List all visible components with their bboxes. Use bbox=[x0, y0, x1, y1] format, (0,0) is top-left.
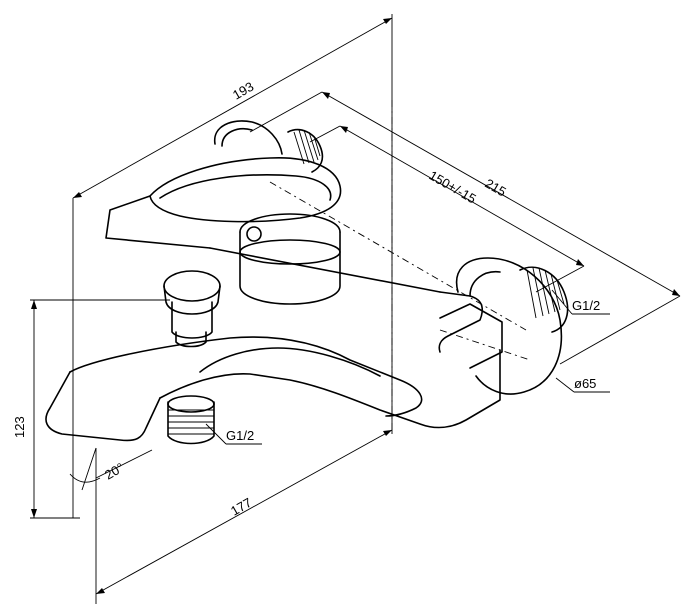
dimension-lines bbox=[30, 14, 681, 604]
right-flange bbox=[439, 257, 563, 395]
label-spout-thread: G1/2 bbox=[226, 428, 254, 443]
cartridge-body bbox=[239, 213, 341, 305]
diverter-knob bbox=[163, 270, 221, 348]
label-flange-diameter: ø65 bbox=[574, 376, 596, 391]
upper-thread bbox=[287, 128, 324, 173]
dim-177: 177 bbox=[228, 495, 254, 519]
dimension-labels: 193 215 150+/-15 123 177 20° G1/2 ø65 G1… bbox=[12, 79, 600, 519]
faucet-body bbox=[45, 120, 569, 445]
lever-handle bbox=[105, 157, 342, 249]
main-body bbox=[45, 247, 501, 442]
right-thread bbox=[519, 266, 569, 333]
label-wall-thread: G1/2 bbox=[572, 298, 600, 313]
dim-193: 193 bbox=[230, 79, 256, 103]
dim-150-tolerance: 150+/-15 bbox=[427, 168, 479, 207]
spout-thread bbox=[167, 395, 215, 445]
dim-123: 123 bbox=[12, 416, 27, 438]
dim-angle-20: 20° bbox=[102, 460, 127, 483]
center-lines bbox=[269, 100, 531, 430]
